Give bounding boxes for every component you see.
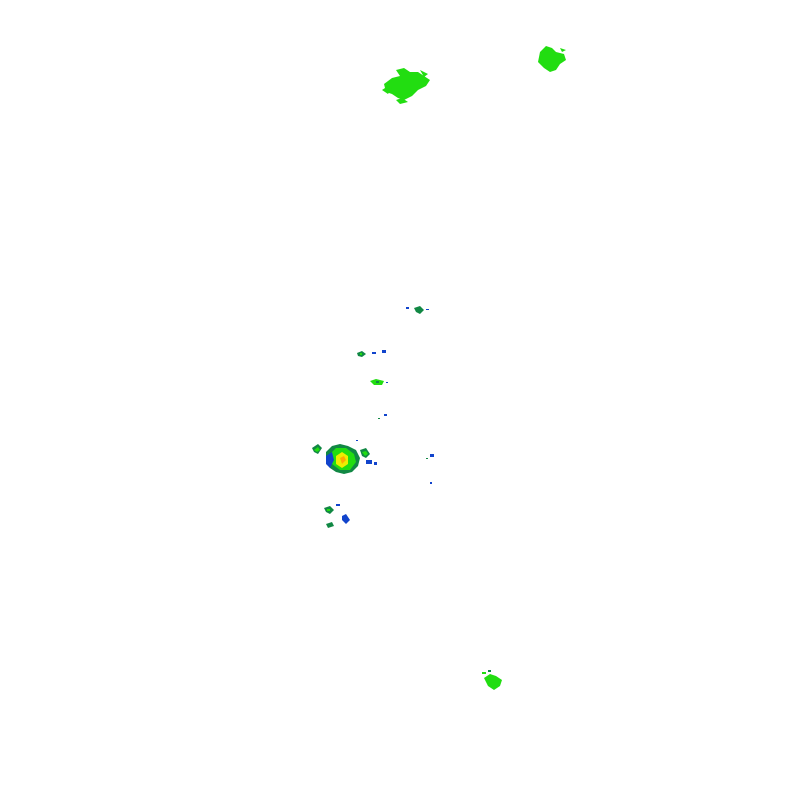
echo-cell-south-1: [324, 504, 350, 528]
echo-cell-mid-2: [357, 350, 386, 357]
echo-cell-mid-1: [406, 306, 429, 314]
echo-cell-south-2: [482, 670, 502, 690]
echo-cell-north-1: [382, 68, 430, 104]
echo-cell-storm: [312, 440, 434, 484]
echo-cell-north-2: [538, 46, 566, 72]
echo-cell-mid-3: [370, 379, 388, 419]
